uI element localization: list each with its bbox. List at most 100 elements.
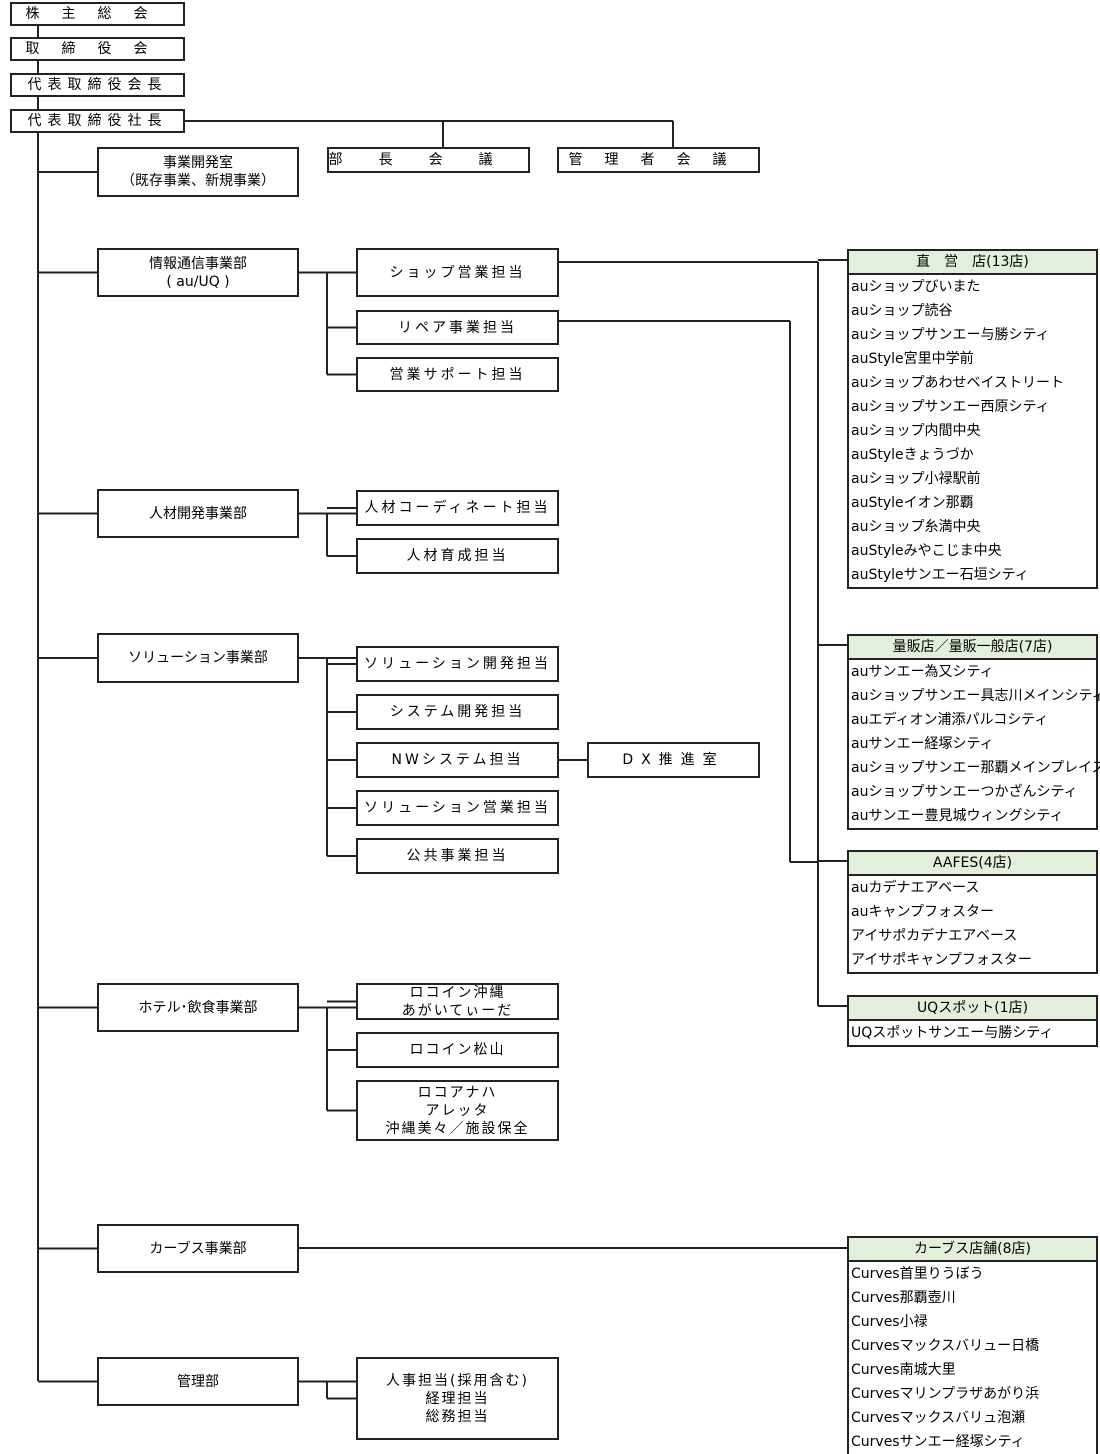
unit-0-1: リペア事業担当 [356,310,559,345]
unit-2-0: ソリューション開発担当 [356,646,559,682]
division-5: 管理部 [97,1357,299,1406]
box-label: 情報通信事業部 [149,255,247,272]
box-label: ロコアナハ [417,1084,498,1101]
box-label: 人材コーディネート担当 [364,500,551,516]
box-label: 人材開発事業部 [149,505,247,522]
unit-2-1: システム開発担当 [356,694,559,730]
store-item: auショップ小禄駅前 [851,471,981,487]
box-label: 経理担当 [425,1390,490,1407]
box-label: 取締役会 [25,41,170,57]
store-item: auショップ読谷 [851,303,953,319]
store-item: Curves首里りうぼう [851,1266,984,1282]
division-4: カーブス事業部 [97,1224,299,1273]
unit-1-1: 人材育成担当 [356,538,559,574]
store-item: auStyleみやこじま中央 [851,543,1002,559]
store-item: auショップ糸満中央 [851,519,981,535]
store-item: auショップびいまた [851,279,981,295]
box-label: あがいてぃーだ [401,1002,514,1019]
store-item: auショップ内間中央 [851,423,981,439]
managers-meeting: 管理者会議 [557,147,760,173]
store-list: UQスポット(1店) UQスポットサンエー与勝シティ [847,995,1098,1047]
box-label: 公共事業担当 [406,848,509,864]
box-label: 管理者会議 [568,152,749,168]
store-item: Curvesマックスバリュ泡瀬 [851,1410,1026,1426]
store-list-header: AAFES(4店) [849,852,1096,876]
shareholders-meeting: 株主総会 [10,2,185,26]
unit-3-1: ロコイン松山 [356,1032,559,1068]
box-label: システム開発担当 [389,704,526,720]
dx-office: DX推進室 [587,742,760,778]
board-of-directors: 取締役会 [10,37,185,61]
box-label: 事業開発室 [163,155,233,171]
store-item: アイサポキャンプフォスター [851,952,1032,968]
unit-2-2: NWシステム担当 [356,742,559,778]
store-item: auStyleきょうづか [851,447,974,463]
store-list: カーブス店舗(8店) Curves首里りうぼう Curves那覇壺川 Curves小禄… [847,1236,1098,1454]
division-3: ホテル･飲食事業部 [97,983,299,1032]
box-label: 総務担当 [425,1408,490,1425]
box-label: 部長会議 [328,152,529,168]
box-label: 人材育成担当 [406,548,509,564]
store-item: auエディオン浦添パルコシティ [851,712,1049,728]
unit-3-0: ロコイン沖縄あがいてぃーだ [356,983,559,1020]
store-item: Curves小禄 [851,1314,928,1330]
unit-0-0: ショップ営業担当 [356,248,559,297]
unit-2-4: 公共事業担当 [356,838,559,874]
box-label: 代表取締役社長 [27,113,168,129]
unit-1-0: 人材コーディネート担当 [356,490,559,526]
store-list-header: カーブス店舗(8店) [849,1238,1096,1262]
store-list: 量販店／量販一般店(7店) auサンエー為又シティ auショップサンエー具志川メイン… [847,634,1100,830]
box-label: （既存事業、新規事業） [121,173,275,189]
store-item: auサンエー経塚シティ [851,736,994,752]
box-label: DX推進室 [622,752,725,768]
box-label: リペア事業担当 [398,319,517,336]
box-label: 営業サポート担当 [389,366,526,383]
box-label: カーブス事業部 [149,1240,247,1257]
box-label: 代表取締役会長 [27,77,168,93]
division-0: 情報通信事業部( au/UQ ) [97,248,299,297]
store-item: Curvesサンエー経塚シティ [851,1434,1025,1450]
box-label: ロコイン松山 [409,1042,506,1058]
store-list-header: 直 営 店(13店) [849,251,1096,275]
president: 代表取締役社長 [10,109,185,133]
box-label: ショップ営業担当 [389,264,526,281]
store-item: auショップあわせベイストリート [851,375,1065,391]
box-label: ソリューション営業担当 [364,800,551,816]
store-item: auStyleイオン那覇 [851,495,974,511]
store-list-header: 量販店／量販一般店(7店) [849,636,1096,660]
unit-5-0: 人事担当(採用含む)経理担当総務担当 [356,1357,559,1440]
box-label: 株主総会 [25,6,170,22]
unit-2-3: ソリューション営業担当 [356,790,559,826]
box-label: ホテル･飲食事業部 [138,999,258,1016]
store-item: auショップサンエー那覇メインプレイス [851,760,1100,776]
store-item: auStyleサンエー石垣シティ [851,567,1029,583]
store-item: auショップサンエー西原シティ [851,399,1050,415]
store-item: アイサポカデナエアベース [851,928,1018,944]
box-label: NWシステム担当 [391,752,524,768]
box-label: ソリューション開発担当 [364,656,551,672]
store-item: auショップサンエー具志川メインシティ [851,688,1100,704]
chairman: 代表取締役会長 [10,73,185,97]
division-2: ソリューション事業部 [97,633,299,683]
unit-0-2: 営業サポート担当 [356,357,559,392]
box-label: 沖縄美々／施設保全 [385,1120,530,1137]
store-item: auサンエー為又シティ [851,664,994,680]
store-item: UQスポットサンエー与勝シティ [851,1025,1054,1041]
store-item: Curves那覇壺川 [851,1290,956,1306]
store-list-header: UQスポット(1店) [849,997,1096,1021]
store-item: auショップサンエー与勝シティ [851,327,1050,343]
store-item: Curvesマリンプラザあがり浜 [851,1386,1040,1402]
box-label: ( au/UQ ) [166,273,230,290]
box-label: ソリューション事業部 [128,650,268,666]
store-item: auStyle宮里中学前 [851,351,974,367]
store-item: Curvesマックスバリュー日橋 [851,1338,1040,1354]
box-label: 人事担当(採用含む) [386,1372,529,1389]
box-label: ロコイン沖縄 [409,984,506,1001]
unit-3-2: ロコアナハアレッタ沖縄美々／施設保全 [356,1080,559,1141]
store-item: auカデナエアベース [851,880,980,896]
business-development-office: 事業開発室 （既存事業、新規事業） [97,147,299,197]
box-label: アレッタ [425,1102,490,1119]
